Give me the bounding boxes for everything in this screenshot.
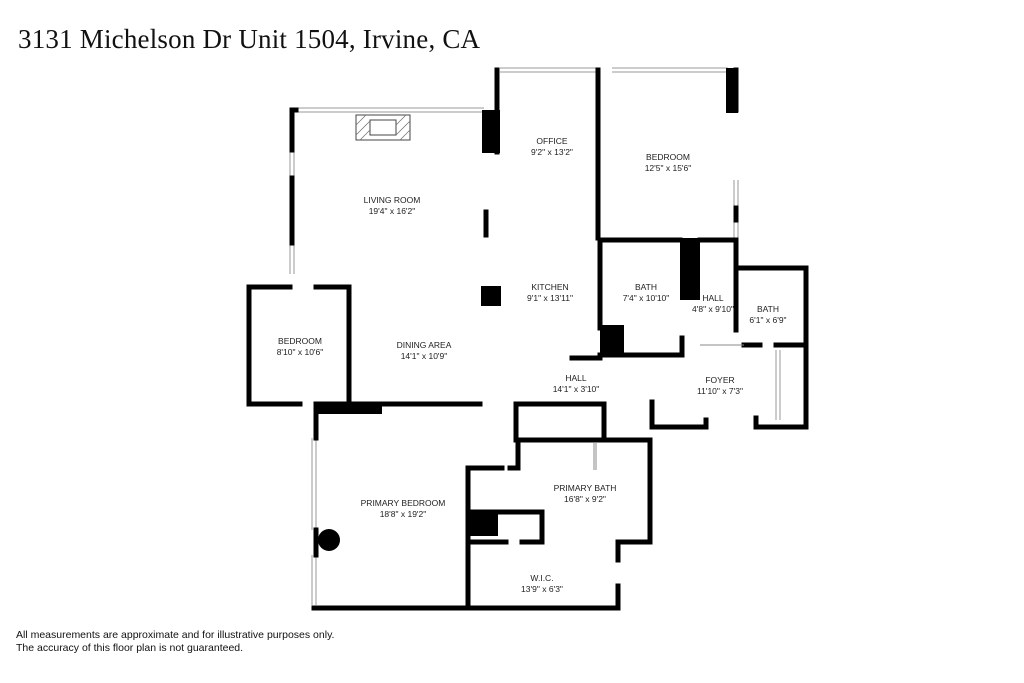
dining-area-name: DINING AREA bbox=[397, 340, 452, 350]
hall-1-name: HALL bbox=[702, 293, 724, 303]
kitchen-name: KITCHEN bbox=[531, 282, 568, 292]
bath-1-dims: 7'4" x 10'10" bbox=[623, 293, 670, 303]
bedroom-w-name: BEDROOM bbox=[278, 336, 322, 346]
foyer-dims: 11'10" x 7'3" bbox=[697, 386, 743, 396]
bath-2-dims: 6'1" x 6'9" bbox=[749, 315, 786, 325]
bath-2-name: BATH bbox=[757, 304, 779, 314]
dining-area-dims: 14'1" x 10'9" bbox=[401, 351, 448, 361]
primary-bath-name: PRIMARY BATH bbox=[554, 483, 617, 493]
windows bbox=[246, 67, 781, 605]
columns bbox=[316, 68, 738, 551]
living-room-dims: 19'4" x 16'2" bbox=[369, 206, 416, 216]
disclaimer-line-2: The accuracy of this floor plan is not g… bbox=[16, 642, 244, 654]
hall-1-dims: 4'8" x 9'10" bbox=[692, 304, 734, 314]
wic-name: W.I.C. bbox=[530, 573, 553, 583]
living-room-name: LIVING ROOM bbox=[364, 195, 421, 205]
hall-2-dims: 14'1" x 3'10" bbox=[553, 384, 600, 394]
room-labels: OFFICE 9'2" x 13'2" BEDROOM 12'5" x 15'6… bbox=[277, 136, 787, 594]
primary-bedroom-dims: 18'8" x 19'2" bbox=[380, 509, 427, 519]
primary-bedroom-name: PRIMARY BEDROOM bbox=[361, 498, 446, 508]
hall-2-name: HALL bbox=[565, 373, 587, 383]
foyer-name: FOYER bbox=[705, 375, 734, 385]
disclaimer: All measurements are approximate and for… bbox=[16, 629, 334, 655]
walls bbox=[246, 67, 809, 611]
bedroom-ne-name: BEDROOM bbox=[646, 152, 690, 162]
wic-dims: 13'9" x 6'3" bbox=[521, 584, 563, 594]
fireplace bbox=[355, 114, 411, 141]
kitchen-dims: 9'1" x 13'11" bbox=[527, 293, 573, 303]
office-dims: 9'2" x 13'2" bbox=[531, 147, 573, 157]
fixtures bbox=[593, 344, 744, 470]
disclaimer-line-1: All measurements are approximate and for… bbox=[16, 629, 335, 641]
office-name: OFFICE bbox=[536, 136, 567, 146]
bedroom-ne-dims: 12'5" x 15'6" bbox=[645, 163, 692, 173]
bedroom-w-dims: 8'10" x 10'6" bbox=[277, 347, 324, 357]
page-title: 3131 Michelson Dr Unit 1504, Irvine, CA bbox=[18, 24, 481, 54]
primary-bath-dims: 16'8" x 9'2" bbox=[564, 494, 606, 504]
bath-1-name: BATH bbox=[635, 282, 657, 292]
